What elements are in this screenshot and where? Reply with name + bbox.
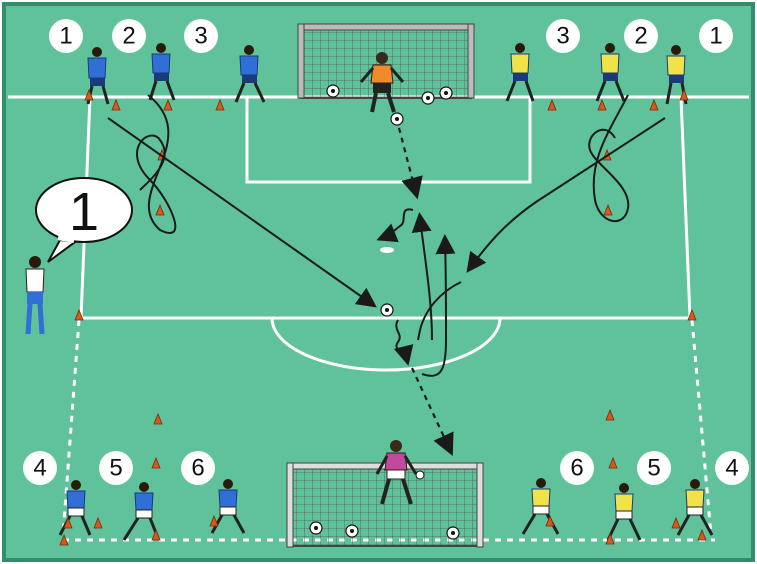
number-label: 1	[59, 23, 72, 50]
number-label: 3	[194, 23, 207, 50]
number-label: 5	[109, 455, 122, 482]
coach-bubble-label: 1	[69, 182, 99, 242]
number-label: 6	[191, 455, 204, 482]
number-label: 6	[570, 455, 583, 482]
ball-icon	[346, 525, 358, 537]
number-label: 4	[33, 455, 46, 482]
ball-icon	[381, 304, 393, 316]
ball-icon	[422, 92, 434, 104]
number-label: 4	[725, 455, 738, 482]
number-label: 3	[556, 23, 569, 50]
ball-icon	[310, 522, 322, 534]
number-label: 2	[122, 23, 135, 50]
ball-icon	[327, 85, 339, 97]
number-label: 2	[634, 23, 647, 50]
number-label: 1	[709, 23, 722, 50]
ball-icon	[447, 527, 459, 539]
penalty-spot	[380, 247, 394, 253]
ball-icon	[391, 113, 403, 125]
ball-icon	[416, 471, 424, 479]
number-label: 5	[647, 455, 660, 482]
ball-icon	[440, 87, 452, 99]
